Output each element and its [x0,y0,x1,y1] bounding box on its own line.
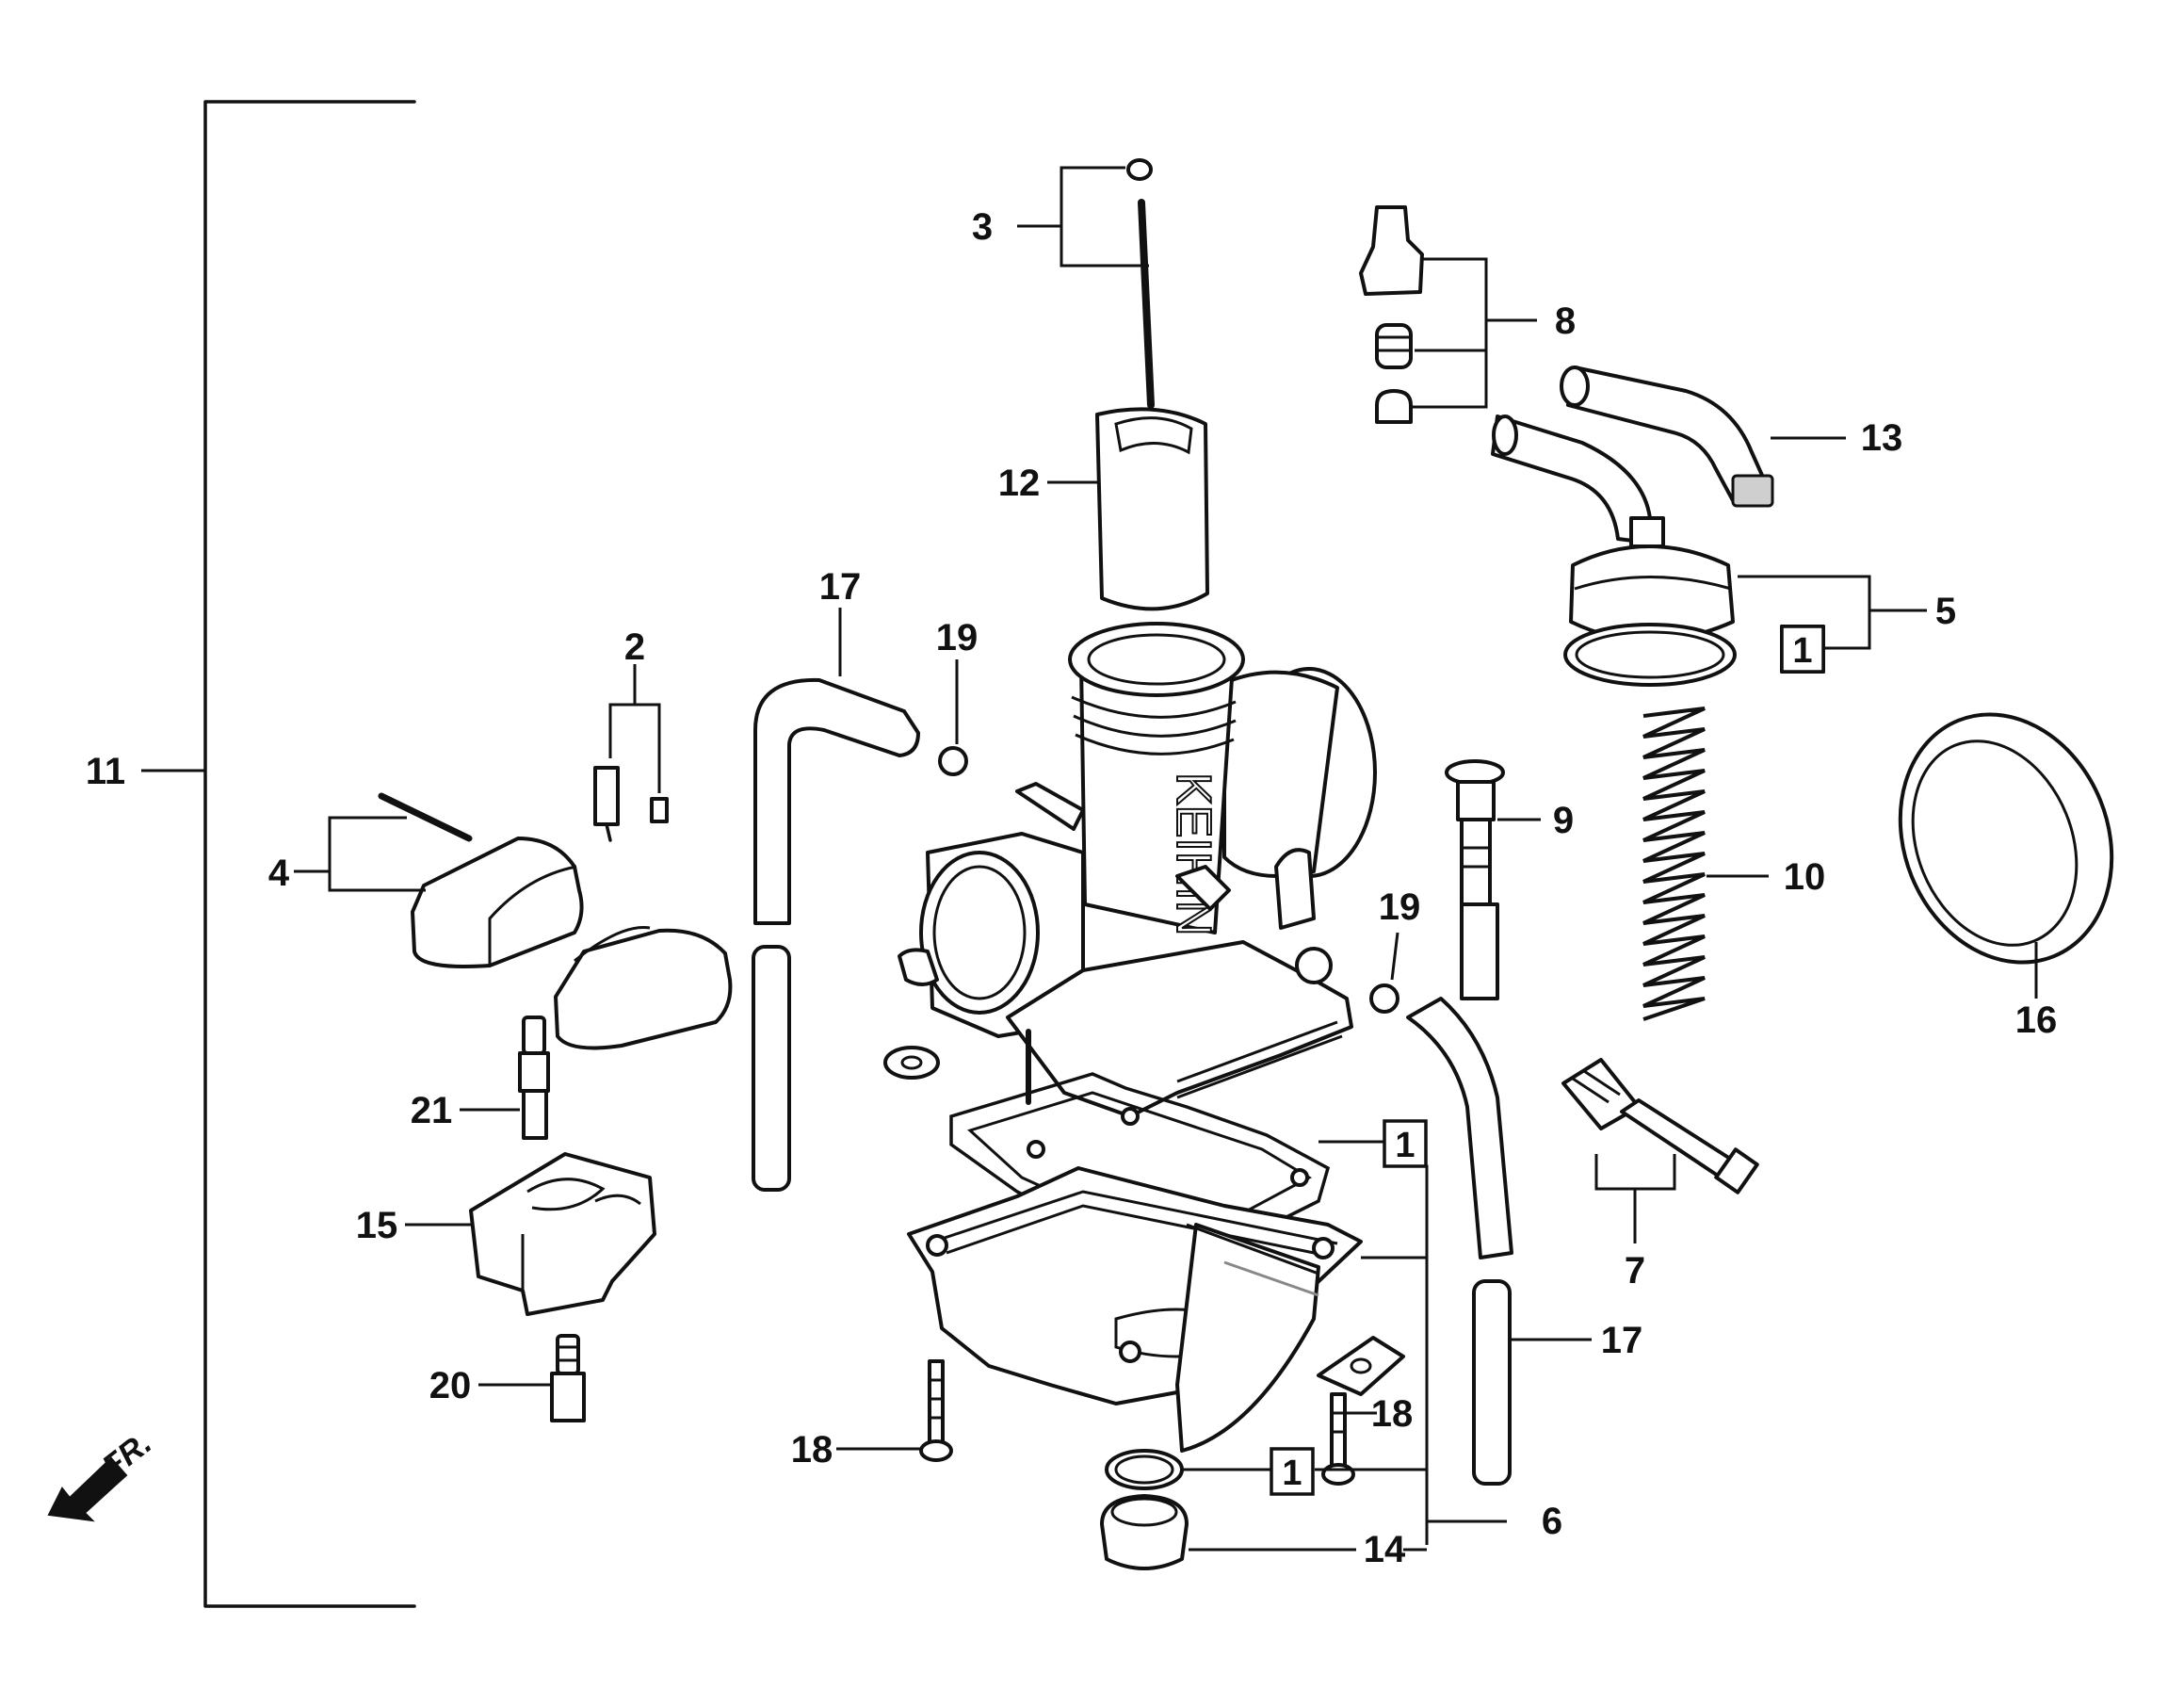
part-starter-plunger-set [1359,205,1537,424]
callout-4: 4 [268,853,290,894]
callout-17b: 17 [1601,1320,1643,1361]
callout-15: 15 [356,1205,398,1246]
callout-10: 10 [1784,856,1826,898]
callout-18a: 18 [791,1429,833,1471]
callout-labels: 2 3 4 5 6 7 8 9 10 11 12 13 14 15 16 17 … [86,206,2057,1570]
callout-5: 5 [1935,591,1956,632]
boxed-ref-5-label: 1 [1792,631,1812,671]
part-vent-tube-right [1406,997,1592,1486]
callout-16: 16 [2015,999,2058,1041]
callout-17a: 17 [819,566,862,608]
boxed-ref-6a-label: 1 [1395,1126,1415,1165]
part-baffle [405,1152,656,1316]
part-throttle-valve [1047,407,1209,611]
callout-9: 9 [1553,800,1574,841]
part-needle-jet-holder [478,1334,586,1422]
part-screw-left [836,1359,953,1462]
callout-20: 20 [429,1365,472,1406]
callout-2: 2 [624,626,645,668]
leader-lines-6-14 [1182,1140,1507,1552]
boxed-ref-6b: 1 [1270,1447,1315,1496]
callout-11: 11 [86,751,125,792]
assembly-bracket-11 [141,100,416,1608]
part-clip-right [1369,932,1399,1014]
part-float [294,792,733,1050]
part-jet-needle [1017,158,1155,409]
part-spring [1642,707,1769,1021]
callout-13: 13 [1861,417,1903,459]
carburetor-body: KEIHIN [883,622,1377,1118]
callout-3: 3 [972,206,993,248]
boxed-ref-6b-label: 1 [1282,1454,1302,1493]
part-adjust-screw [1445,759,1541,1000]
carb-brand-lettering: KEIHIN [1166,772,1221,935]
part-clip-left [938,659,968,776]
boxed-ref-6a: 1 [1383,1119,1428,1168]
float-chamber [907,1072,1363,1570]
callout-8: 8 [1555,301,1576,342]
boxed-ref-5: 1 [1780,625,1825,674]
callout-18b: 18 [1371,1393,1414,1435]
part-top-cap [1491,414,1927,687]
part-lugs [1317,1336,1405,1396]
front-direction-marker: FR. [47,1425,158,1522]
part-band [1898,712,2114,999]
part-vent-tube-left [752,608,920,1192]
callout-21: 21 [411,1090,453,1131]
part-stop-screw [1561,1058,1759,1243]
callout-19b: 19 [1379,886,1421,928]
callout-7: 7 [1625,1250,1645,1292]
callout-12: 12 [998,463,1041,504]
callout-6: 6 [1542,1501,1562,1542]
part-fuel-hose [1560,366,1846,508]
part-main-jet [460,1016,550,1140]
callout-14: 14 [1364,1529,1406,1570]
callout-19a: 19 [936,617,979,658]
part-float-valve [593,664,669,842]
